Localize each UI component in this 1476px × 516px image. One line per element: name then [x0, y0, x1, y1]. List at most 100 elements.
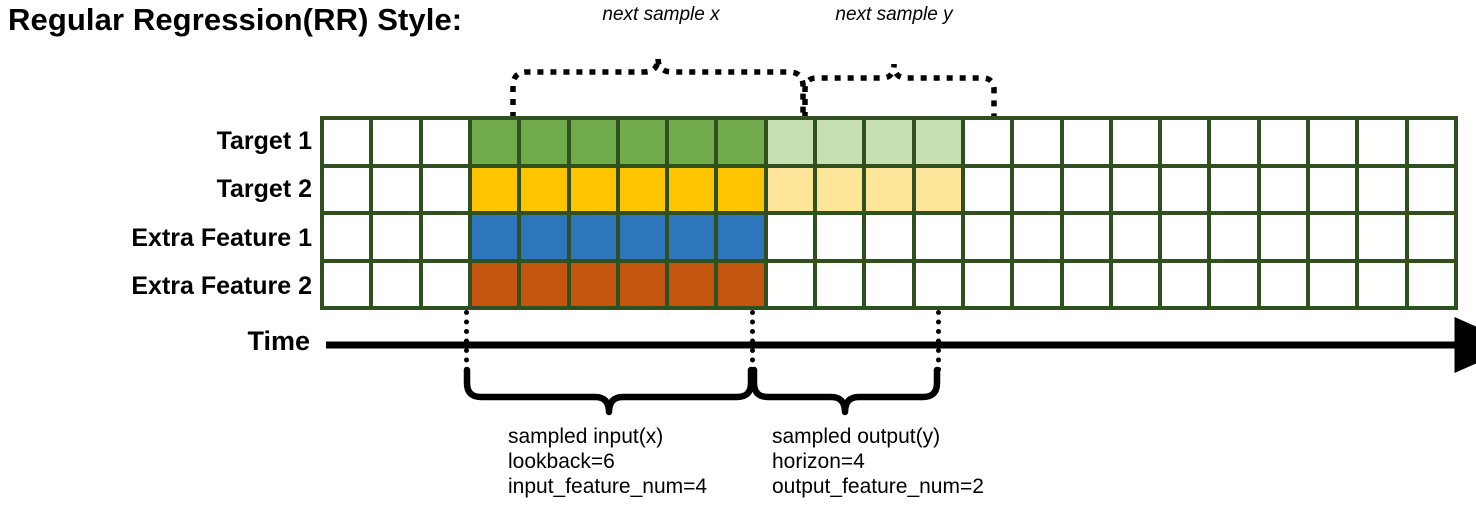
grid-cell-r0-c10	[817, 120, 863, 164]
grid-cell-r0-c9	[767, 120, 814, 164]
grid-cell-r2-c6	[619, 215, 666, 259]
grid-cell-r2-c3	[471, 215, 518, 259]
grid-cell-r0-c0	[324, 120, 370, 164]
grid-cell-r2-c5	[570, 215, 616, 259]
annotation-next-sample-y: next sample y	[835, 4, 953, 25]
grid-cell-r1-c9	[767, 167, 814, 211]
grid-cell-r0-c2	[422, 120, 468, 164]
boundary-line-input-output	[750, 310, 755, 372]
grid-cell-r1-c8	[718, 167, 764, 211]
grid-cell-r3-c10	[817, 262, 863, 306]
grid-cell-r2-c13	[964, 215, 1011, 259]
grid-cell-r0-c13	[964, 120, 1011, 164]
grid-cell-r1-c15	[1063, 167, 1109, 211]
timeseries-grid	[320, 116, 1458, 310]
grid-cell-r0-c7	[669, 120, 715, 164]
caption-input-line-1: sampled input(x)	[508, 425, 664, 448]
grid-cell-r1-c11	[866, 167, 912, 211]
grid-cell-r2-c0	[324, 215, 370, 259]
grid-cell-r1-c5	[570, 167, 616, 211]
grid-cell-r3-c15	[1063, 262, 1109, 306]
grid-cell-r0-c12	[915, 120, 961, 164]
boundary-line-input-start	[464, 310, 469, 372]
grid-cell-r1-c4	[521, 167, 567, 211]
grid-cell-r0-c19	[1260, 120, 1307, 164]
grid-cell-r3-c21	[1359, 262, 1405, 306]
row-label-target-1: Target 1	[216, 127, 312, 155]
grid-cell-r0-c11	[866, 120, 912, 164]
grid-cell-r0-c4	[521, 120, 567, 164]
grid-cell-r1-c3	[471, 167, 518, 211]
grid-cell-r1-c12	[915, 167, 961, 211]
caption-sampled-output: sampled output(y) horizon=4 output_featu…	[772, 424, 984, 499]
grid-cell-r2-c21	[1359, 215, 1405, 259]
grid-cell-r2-c10	[817, 215, 863, 259]
grid-cell-r3-c7	[669, 262, 715, 306]
grid-cell-r3-c16	[1112, 262, 1159, 306]
caption-output-line-3: output_feature_num=2	[772, 475, 984, 498]
boundary-line-output-end	[936, 310, 941, 372]
grid-cell-r3-c3	[471, 262, 518, 306]
grid-cell-r2-c9	[767, 215, 814, 259]
grid-cell-r1-c7	[669, 167, 715, 211]
grid-cell-r2-c2	[422, 215, 468, 259]
grid-cell-r3-c2	[422, 262, 468, 306]
grid-cell-r3-c6	[619, 262, 666, 306]
grid-cell-r1-c22	[1408, 167, 1454, 211]
grid-cell-r1-c6	[619, 167, 666, 211]
grid-cell-r3-c22	[1408, 262, 1454, 306]
grid-cell-r2-c7	[669, 215, 715, 259]
grid-cell-r1-c18	[1211, 167, 1257, 211]
grid-cell-r3-c9	[767, 262, 814, 306]
grid-cell-r0-c21	[1359, 120, 1405, 164]
grid-cell-r2-c22	[1408, 215, 1454, 259]
grid-cell-r0-c22	[1408, 120, 1454, 164]
grid-cell-r2-c11	[866, 215, 912, 259]
grid-cell-r2-c16	[1112, 215, 1159, 259]
row-label-extra-feature-1: Extra Feature 1	[131, 224, 312, 252]
grid-cell-r1-c14	[1014, 167, 1060, 211]
caption-output-line-2: horizon=4	[772, 450, 865, 473]
grid-cell-r3-c18	[1211, 262, 1257, 306]
time-axis-label: Time	[247, 326, 310, 356]
grid-cell-r2-c12	[915, 215, 961, 259]
grid-cell-r1-c16	[1112, 167, 1159, 211]
grid-cell-r1-c0	[324, 167, 370, 211]
grid-cell-r1-c1	[373, 167, 419, 211]
annotation-next-sample-x: next sample x	[602, 4, 720, 25]
grid-cell-r2-c19	[1260, 215, 1307, 259]
grid-cell-r2-c15	[1063, 215, 1109, 259]
grid-cell-r1-c17	[1162, 167, 1208, 211]
grid-cell-r1-c20	[1310, 167, 1356, 211]
grid-cell-r3-c19	[1260, 262, 1307, 306]
caption-output-line-1: sampled output(y)	[772, 425, 941, 448]
grid-cell-r1-c2	[422, 167, 468, 211]
grid-cell-r0-c15	[1063, 120, 1109, 164]
grid-cell-r2-c17	[1162, 215, 1208, 259]
row-label-target-2: Target 2	[216, 175, 312, 203]
grid-cell-r2-c18	[1211, 215, 1257, 259]
caption-input-line-2: lookback=6	[508, 450, 615, 473]
grid-cell-r1-c10	[817, 167, 863, 211]
grid-cell-r0-c16	[1112, 120, 1159, 164]
grid-cell-r3-c1	[373, 262, 419, 306]
grid-cell-r1-c19	[1260, 167, 1307, 211]
grid-cell-r3-c20	[1310, 262, 1356, 306]
grid-cell-r3-c17	[1162, 262, 1208, 306]
grid-cell-r2-c8	[718, 215, 764, 259]
grid-cell-r0-c3	[471, 120, 518, 164]
grid-cell-r3-c0	[324, 262, 370, 306]
grid-cell-r0-c17	[1162, 120, 1208, 164]
grid-cell-r0-c5	[570, 120, 616, 164]
grid-cell-r1-c21	[1359, 167, 1405, 211]
grid-cell-r2-c14	[1014, 215, 1060, 259]
grid-cell-r0-c8	[718, 120, 764, 164]
grid-cell-r0-c1	[373, 120, 419, 164]
caption-input-line-3: input_feature_num=4	[508, 475, 708, 498]
grid-cell-r2-c4	[521, 215, 567, 259]
grid-cell-r3-c12	[915, 262, 961, 306]
grid-cell-r3-c14	[1014, 262, 1060, 306]
grid-cell-r0-c20	[1310, 120, 1356, 164]
grid-cell-r0-c14	[1014, 120, 1060, 164]
